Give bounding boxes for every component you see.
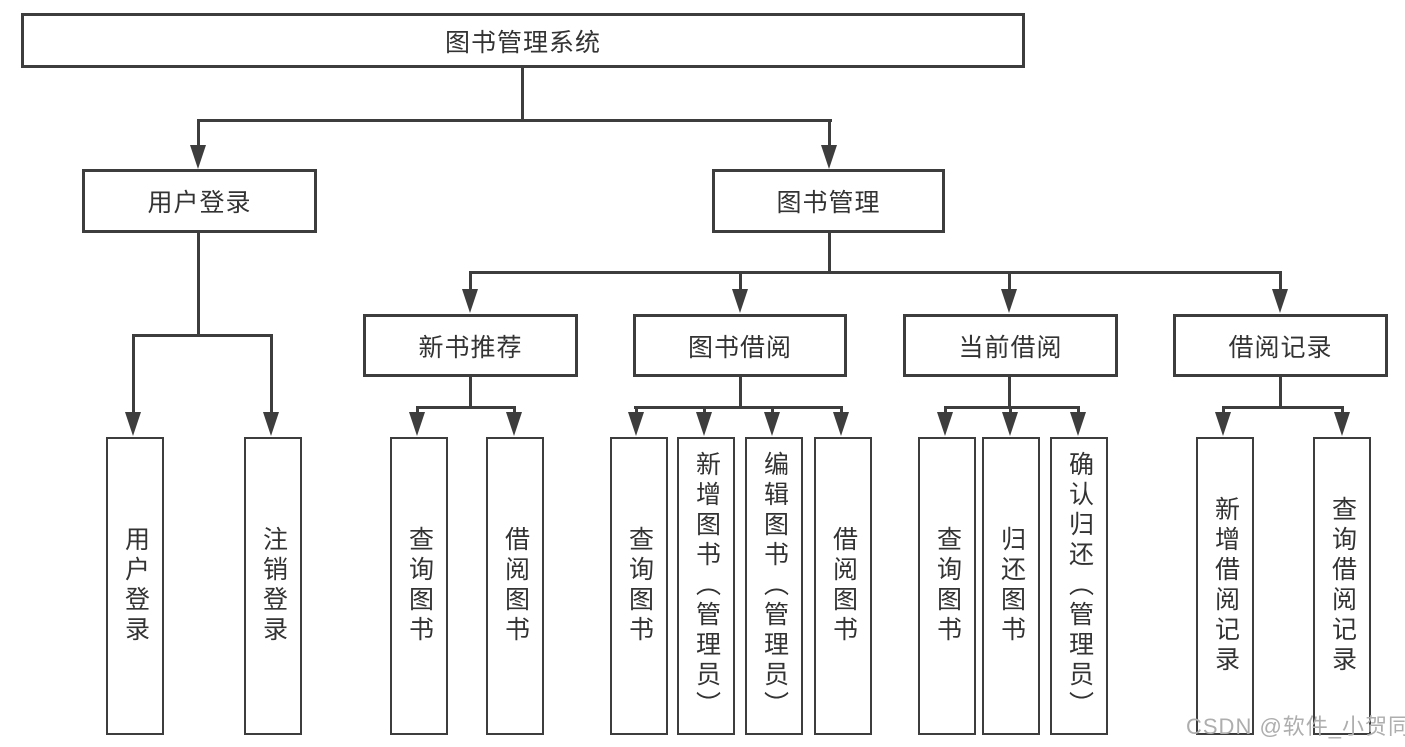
- csdn-watermark: CSDN @软件_小贺同学: [1186, 714, 1405, 739]
- arrow-down-icon: [1070, 412, 1086, 436]
- node-root: 图书管理系统: [21, 13, 1025, 68]
- node-borrow-record-label: 借阅记录: [1228, 333, 1333, 362]
- connector-book-borrow-bracket: [634, 406, 843, 409]
- node-borrow-record: 借阅记录: [1173, 314, 1388, 377]
- connector-to-new-book: [469, 271, 472, 293]
- leaf-add-borrow-record: 新增借阅记录: [1196, 437, 1254, 735]
- leaf-add-borrow-record-label: 新增借阅记录: [1211, 496, 1240, 676]
- arrow-down-icon: [1215, 412, 1231, 436]
- connector-to-borrow-record: [1279, 271, 1282, 293]
- connector-book-mgmt-stem: [828, 231, 831, 274]
- node-book-mgmt-label: 图书管理: [776, 189, 881, 217]
- leaf-confirm-return-admin-label: 确认归还（管理员）: [1065, 451, 1094, 721]
- leaf-return-book-label: 归还图书: [997, 526, 1026, 646]
- leaf-query-book-borrow: 查询图书: [610, 437, 668, 735]
- node-current-borrow-label: 当前借阅: [958, 333, 1063, 362]
- connector-current-borrow-bracket: [944, 406, 1080, 409]
- connector-user-login-bracket: [132, 334, 273, 337]
- arrow-down-icon: [506, 412, 522, 436]
- connector-to-user-login-leaf: [132, 334, 135, 414]
- arrow-down-icon: [263, 412, 279, 436]
- node-root-label: 图书管理系统: [444, 28, 601, 57]
- leaf-return-book: 归还图书: [982, 437, 1040, 735]
- leaf-query-book-current: 查询图书: [918, 437, 976, 735]
- leaf-borrow-book-recommend: 借阅图书: [486, 437, 544, 735]
- arrow-down-icon: [462, 289, 478, 313]
- arrow-down-icon: [764, 412, 780, 436]
- leaf-user-login-label: 用户登录: [121, 526, 150, 646]
- arrow-down-icon: [1001, 289, 1017, 313]
- node-new-book-recommend-label: 新书推荐: [418, 333, 523, 362]
- connector-user-login-stem: [197, 231, 200, 336]
- leaf-borrow-book: 借阅图书: [814, 437, 872, 735]
- arrow-down-icon: [1334, 412, 1350, 436]
- connector-to-user-login: [197, 119, 200, 149]
- leaf-query-book-borrow-label: 查询图书: [625, 526, 654, 646]
- node-book-borrow-label: 图书借阅: [687, 333, 792, 362]
- leaf-user-login: 用户登录: [106, 437, 164, 735]
- node-book-borrow: 图书借阅: [633, 314, 847, 377]
- arrow-down-icon: [821, 145, 837, 169]
- leaf-add-book-admin-label: 新增图书（管理员）: [692, 451, 721, 721]
- arrow-down-icon: [696, 412, 712, 436]
- connector-to-book-mgmt: [828, 119, 831, 149]
- arrow-down-icon: [190, 145, 206, 169]
- connector-to-book-borrow: [739, 271, 742, 293]
- node-current-borrow: 当前借阅: [903, 314, 1118, 377]
- connector-new-book-stem: [469, 375, 472, 409]
- leaf-query-book-current-label: 查询图书: [933, 526, 962, 646]
- leaf-logout: 注销登录: [244, 437, 302, 735]
- leaf-query-borrow-record-label: 查询借阅记录: [1328, 496, 1357, 676]
- arrow-down-icon: [1272, 289, 1288, 313]
- leaf-query-book-recommend: 查询图书: [390, 437, 448, 735]
- arrow-down-icon: [1002, 412, 1018, 436]
- connector-root-stem: [521, 66, 524, 121]
- node-book-mgmt: 图书管理: [712, 169, 945, 233]
- node-user-login-label: 用户登录: [147, 189, 252, 217]
- arrow-down-icon: [409, 412, 425, 436]
- leaf-query-borrow-record: 查询借阅记录: [1313, 437, 1371, 735]
- leaf-query-book-recommend-label: 查询图书: [405, 526, 434, 646]
- connector-borrow-record-stem: [1279, 375, 1282, 409]
- leaf-add-book-admin: 新增图书（管理员）: [677, 437, 735, 735]
- connector-level2-bracket: [197, 119, 832, 122]
- arrow-down-icon: [125, 412, 141, 436]
- connector-to-current-borrow: [1008, 271, 1011, 293]
- leaf-logout-label: 注销登录: [259, 526, 288, 646]
- connector-level3-bracket: [469, 271, 1282, 274]
- leaf-edit-book-admin: 编辑图书（管理员）: [745, 437, 803, 735]
- arrow-down-icon: [732, 289, 748, 313]
- connector-book-borrow-stem: [739, 375, 742, 409]
- node-new-book-recommend: 新书推荐: [363, 314, 578, 377]
- node-user-login: 用户登录: [82, 169, 317, 233]
- leaf-borrow-book-label: 借阅图书: [829, 526, 858, 646]
- leaf-confirm-return-admin: 确认归还（管理员）: [1050, 437, 1108, 735]
- connector-new-book-bracket: [416, 406, 516, 409]
- connector-to-logout-leaf: [270, 334, 273, 414]
- connector-borrow-record-bracket: [1222, 406, 1344, 409]
- leaf-borrow-book-recommend-label: 借阅图书: [501, 526, 530, 646]
- connector-current-borrow-stem: [1008, 375, 1011, 409]
- arrow-down-icon: [628, 412, 644, 436]
- arrow-down-icon: [833, 412, 849, 436]
- leaf-edit-book-admin-label: 编辑图书（管理员）: [760, 451, 789, 721]
- arrow-down-icon: [937, 412, 953, 436]
